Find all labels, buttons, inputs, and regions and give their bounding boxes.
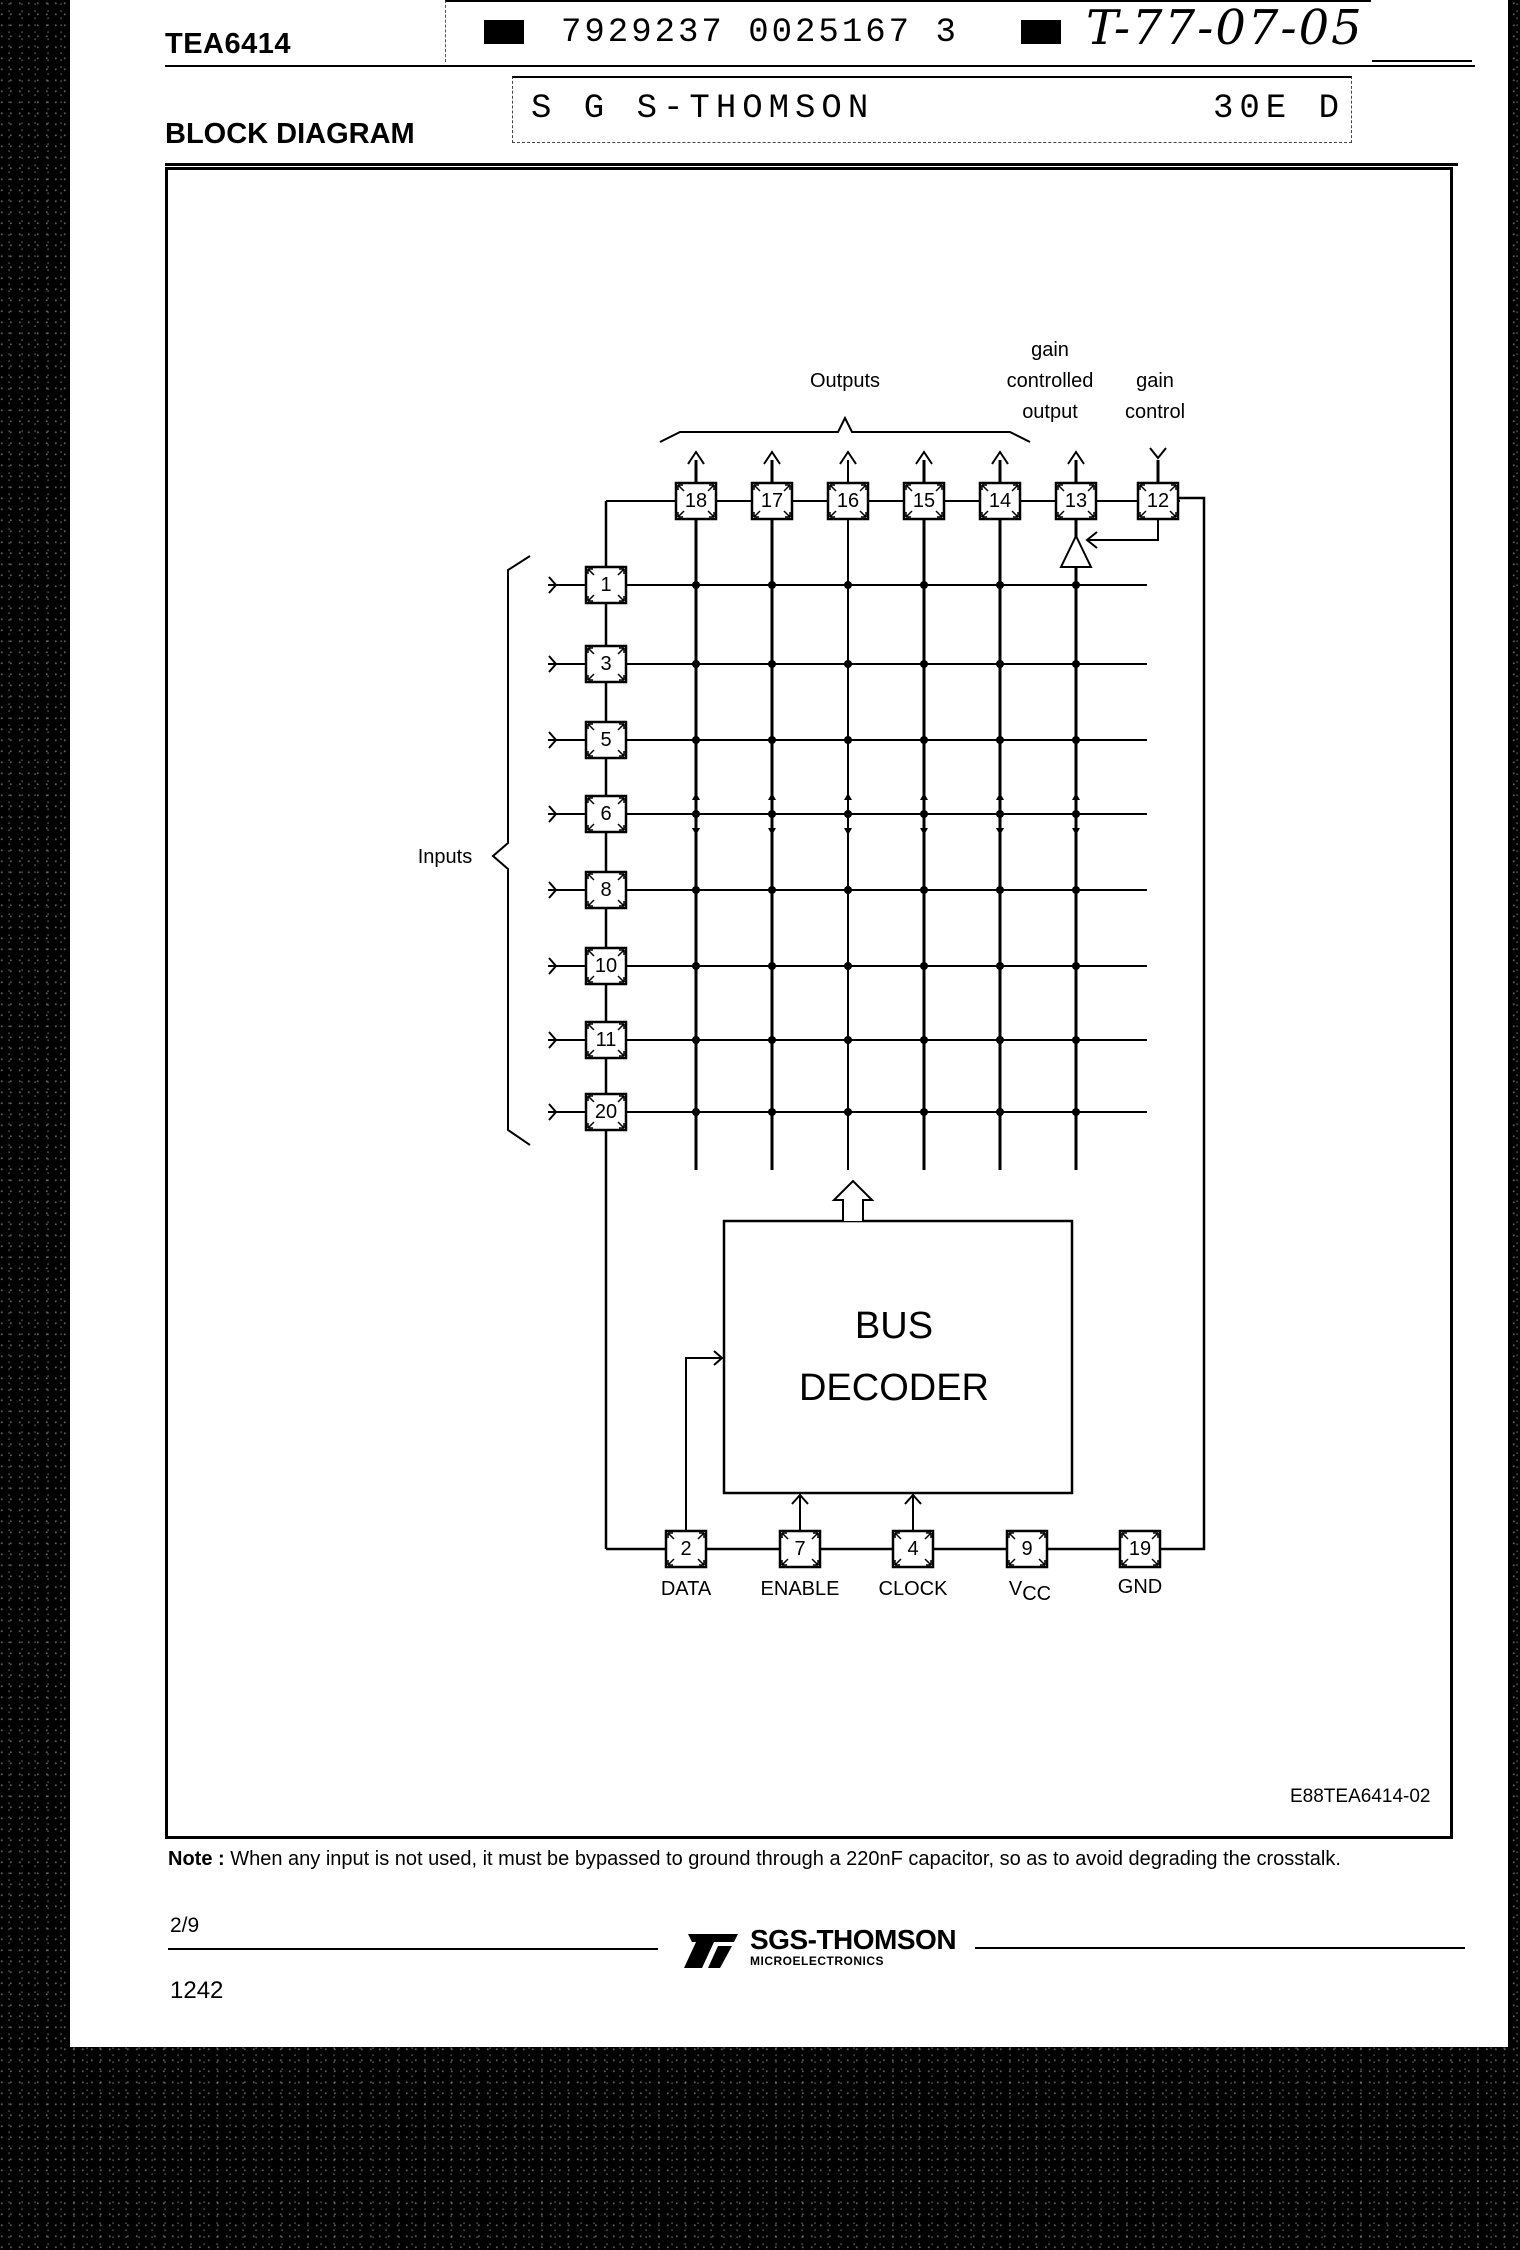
header-rule xyxy=(165,65,1475,67)
stamp-block-right xyxy=(1021,20,1061,44)
stamp-number: 7929237 0025167 3 xyxy=(561,14,959,52)
section-title: BLOCK DIAGRAM xyxy=(165,118,415,150)
figure-code: E88TEA6414-02 xyxy=(1290,1786,1431,1807)
stamp-block-left xyxy=(484,20,524,44)
sgs-thomson-logo: SGS-THOMSON MICROELECTRONICS xyxy=(680,1924,960,1974)
barcode-stamp: 7929237 0025167 3 T-77-07-05 xyxy=(445,0,1371,62)
part-number: TEA6414 xyxy=(165,28,292,60)
bus-decoder-box xyxy=(722,1219,1074,1495)
document-number: 1242 xyxy=(170,1977,224,2004)
stamp-manufacturer: S G S-THOMSON xyxy=(531,90,875,128)
diagram-frame xyxy=(165,167,1453,1839)
outputs-brace xyxy=(659,415,1031,443)
page-indicator: 2/9 xyxy=(170,1914,200,1937)
section-rule xyxy=(165,163,1458,166)
note: Note : When any input is not used, it mu… xyxy=(168,1848,1341,1870)
inputs-brace xyxy=(491,555,531,1146)
manufacturer-stamp: S G S-THOMSON 30E D xyxy=(512,76,1352,143)
st-logo-icon xyxy=(684,1934,738,1968)
stamp-underline xyxy=(1372,60,1472,62)
footer-rule-left xyxy=(168,1948,658,1950)
datasheet-page xyxy=(70,0,1508,2047)
handwritten-code: T-77-07-05 xyxy=(1086,0,1364,56)
footer-rule-right xyxy=(975,1947,1465,1949)
stamp-code: 30E D xyxy=(1213,90,1346,128)
